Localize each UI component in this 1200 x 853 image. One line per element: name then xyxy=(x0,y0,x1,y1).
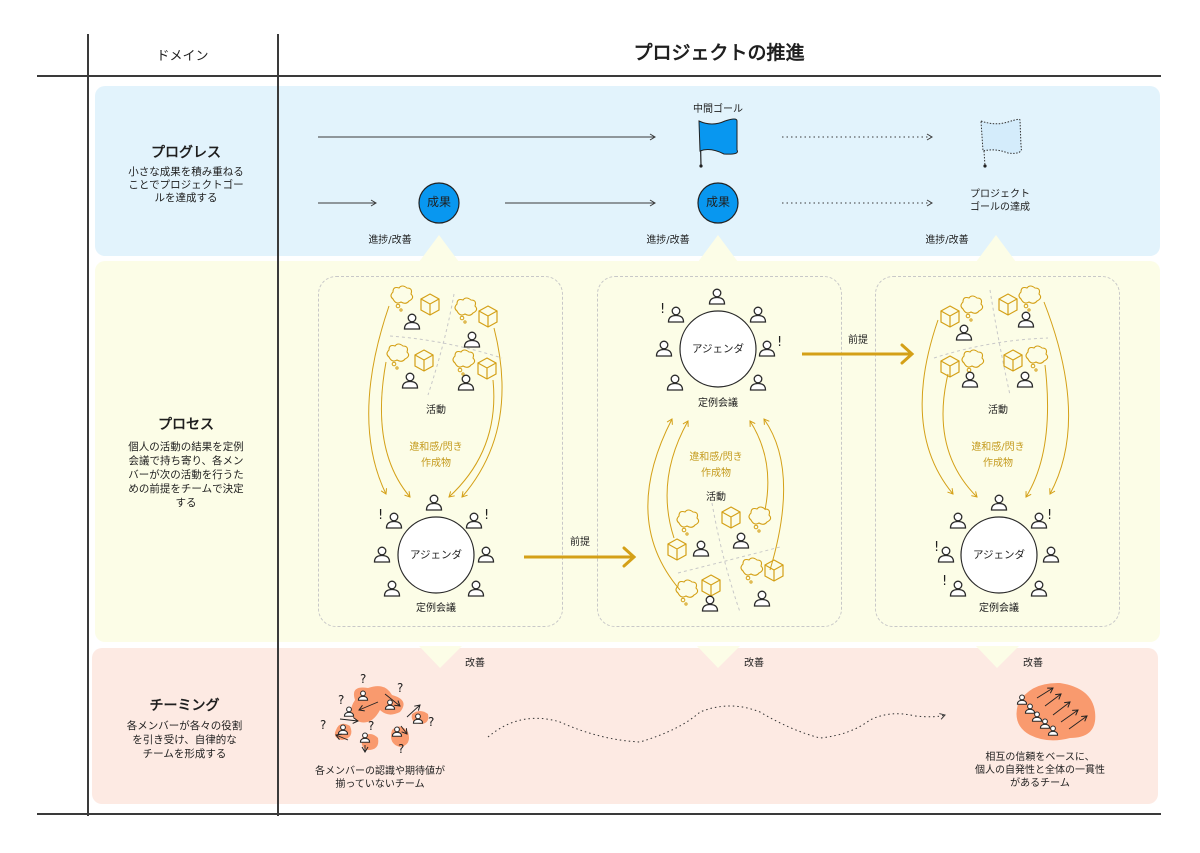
domain-desc-process-5: する xyxy=(175,497,197,509)
question-mark-6: ? xyxy=(428,715,435,729)
agenda-label-1: アジェンダ xyxy=(409,549,463,561)
footer-divider xyxy=(37,813,1161,815)
question-mark-5: ? xyxy=(368,719,375,733)
feedback-label-1a: 違和感/閃き xyxy=(409,442,463,453)
agenda-label-2: アジェンダ xyxy=(691,343,745,355)
domain-desc-process-4: めの前提をチームで決定 xyxy=(128,483,244,495)
domain-desc-teaming-3: チームを形成する xyxy=(142,748,227,760)
domain-desc-process-1: 個人の活動の結果を定例 xyxy=(128,441,244,453)
improve-label-3: 改善 xyxy=(1023,658,1043,669)
page-title: プロジェクトの推進 xyxy=(633,42,805,64)
deliverable-label-2: 成果 xyxy=(705,195,730,209)
teaming-after-label-2: 個人の自発性と全体の一貫性 xyxy=(975,765,1105,776)
deliverable-label-1: 成果 xyxy=(426,195,451,209)
activity-label-3: 活動 xyxy=(988,405,1008,416)
feedback-label-progress-2: 進捗/改善 xyxy=(646,235,690,246)
alert-mark-1a: ! xyxy=(378,508,384,523)
goal-label-2: ゴールの達成 xyxy=(970,202,1030,213)
process-box-3 xyxy=(875,276,1120,627)
feedback-label-3b: 作成物 xyxy=(983,458,1013,469)
domain-desc-teaming-1: 各メンバーが各々の役割 xyxy=(126,720,243,732)
teaming-after-label-3: があるチーム xyxy=(1010,778,1070,789)
feedback-label-progress-1: 進捗/改善 xyxy=(368,235,412,246)
meeting-label-2: 定例会議 xyxy=(698,398,738,409)
grid-divider-left xyxy=(87,34,89,816)
process-box-2 xyxy=(597,276,842,627)
milestone-label: 中間ゴール xyxy=(693,104,743,115)
domain-desc-process-2: 会議で持ち寄り、各メン xyxy=(128,455,244,467)
domain-title-process: プロセス xyxy=(158,417,214,433)
alert-mark-3b: ! xyxy=(934,540,940,555)
domain-desc-process-3: バーが次の活動を行うた xyxy=(128,469,244,481)
alert-mark-2a: ! xyxy=(660,302,666,317)
alert-mark-1b: ! xyxy=(484,508,490,523)
question-mark-3: ? xyxy=(338,693,345,707)
improve-label-2: 改善 xyxy=(744,658,764,669)
premise-label-1: 前提 xyxy=(570,537,590,548)
domain-column-header: ドメイン xyxy=(156,49,209,64)
question-mark-7: ? xyxy=(398,742,405,756)
activity-label-2: 活動 xyxy=(706,492,726,503)
feedback-label-progress-3: 進捗/改善 xyxy=(925,235,969,246)
feedback-label-1b: 作成物 xyxy=(421,458,451,469)
meeting-label-3: 定例会議 xyxy=(979,603,1019,614)
domain-title-teaming: チーミング xyxy=(149,698,220,714)
teaming-before-label-2: 揃っていないチーム xyxy=(335,779,425,790)
premise-label-2: 前提 xyxy=(848,335,868,346)
domain-title-progress: プログレス xyxy=(151,145,221,161)
alert-mark-3a: ! xyxy=(1047,508,1053,523)
process-box-1 xyxy=(318,276,563,627)
domain-desc-progress-2: ことでプロジェクトゴー xyxy=(128,179,244,191)
meeting-label-1: 定例会議 xyxy=(416,603,456,614)
activity-label-1: 活動 xyxy=(426,405,446,416)
header-divider xyxy=(37,75,1161,77)
alert-mark-3c: ! xyxy=(942,574,948,589)
feedback-label-2a: 違和感/閃き xyxy=(689,452,743,463)
goal-label-1: プロジェクト xyxy=(970,189,1030,200)
question-mark-1: ? xyxy=(360,672,367,686)
question-mark-2: ? xyxy=(397,681,404,695)
improve-label-1: 改善 xyxy=(465,658,485,669)
feedback-label-2b: 作成物 xyxy=(701,468,731,479)
domain-desc-progress-1: 小さな成果を積み重ねる xyxy=(128,166,244,178)
alert-mark-2b: ! xyxy=(777,335,783,350)
teaming-before-label-1: 各メンバーの認識や期待値が xyxy=(315,766,445,777)
teaming-after-label-1: 相互の信頼をベースに、 xyxy=(985,752,1095,763)
progress-lane xyxy=(95,86,1160,256)
agenda-label-3: アジェンダ xyxy=(972,549,1026,561)
feedback-label-3a: 違和感/閃き xyxy=(971,442,1025,453)
grid-divider-domain-overlay xyxy=(277,86,279,804)
question-mark-4: ? xyxy=(320,718,327,732)
domain-desc-progress-3: ルを達成する xyxy=(154,192,218,204)
domain-desc-teaming-2: を引き受け、自律的な xyxy=(132,734,237,746)
